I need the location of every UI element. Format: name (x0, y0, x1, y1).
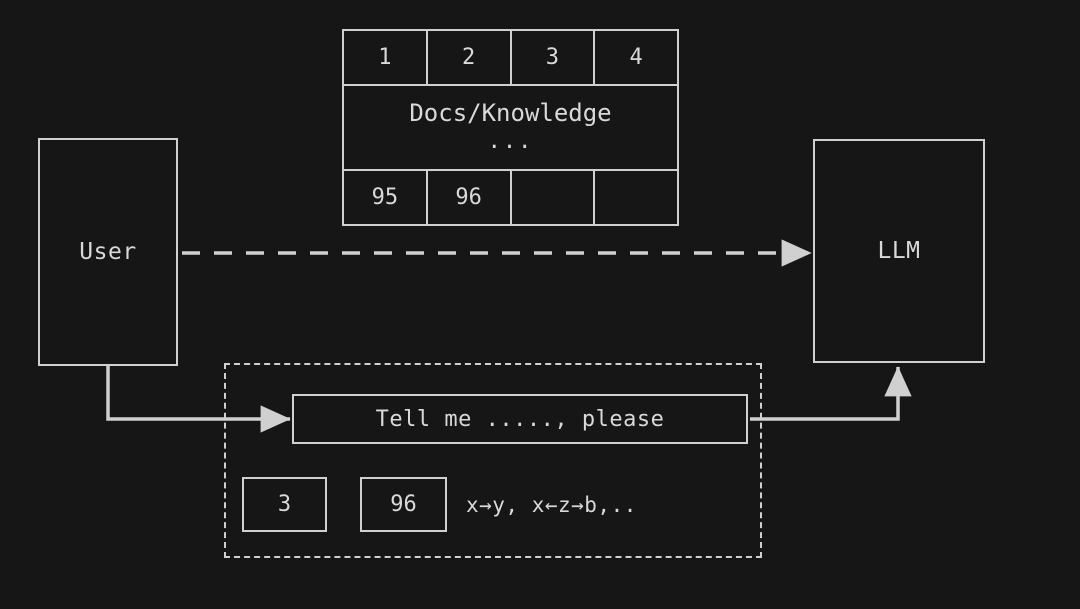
retrieved-chunk-2[interactable]: 96 (360, 477, 447, 532)
kb-cell-3[interactable]: 3 (509, 29, 596, 86)
table-row-bottom: 95 96 (342, 169, 679, 226)
kb-caption-text: Docs/Knowledge (409, 99, 612, 128)
retrieved-chunk-1[interactable]: 3 (242, 477, 327, 532)
llm-label: LLM (877, 238, 921, 264)
kb-caption-cell: Docs/Knowledge ... (342, 84, 679, 171)
kb-cell-96[interactable]: 96 (425, 169, 512, 226)
retrieved-chunk-1-label: 3 (277, 492, 292, 517)
relations-annotation: x→y, x←z→b,.. (466, 477, 756, 532)
edge-prompt-to-llm (750, 366, 912, 421)
knowledge-table: 1 2 3 4 Docs/Knowledge ... 95 96 (342, 29, 679, 226)
user-label: User (79, 239, 137, 265)
prompt-text-box[interactable]: Tell me ....., please (292, 394, 748, 444)
prompt-group-container (224, 363, 762, 558)
kb-cell-empty-1[interactable] (509, 169, 596, 226)
table-row-caption: Docs/Knowledge ... (342, 84, 679, 171)
kb-ellipsis: ... (487, 128, 534, 154)
llm-node[interactable]: LLM (813, 139, 985, 363)
kb-cell-95[interactable]: 95 (342, 169, 428, 226)
prompt-text: Tell me ....., please (375, 406, 665, 432)
edge-user-to-prompt (106, 366, 291, 433)
retrieved-chunk-2-label: 96 (390, 492, 417, 517)
kb-cell-4[interactable]: 4 (593, 29, 679, 86)
kb-cell-2[interactable]: 2 (425, 29, 512, 86)
kb-cell-1[interactable]: 1 (342, 29, 428, 86)
table-row-top: 1 2 3 4 (342, 29, 679, 86)
relations-text: x→y, x←z→b,.. (466, 492, 637, 517)
kb-cell-empty-2[interactable] (593, 169, 679, 226)
user-node[interactable]: User (38, 138, 178, 366)
